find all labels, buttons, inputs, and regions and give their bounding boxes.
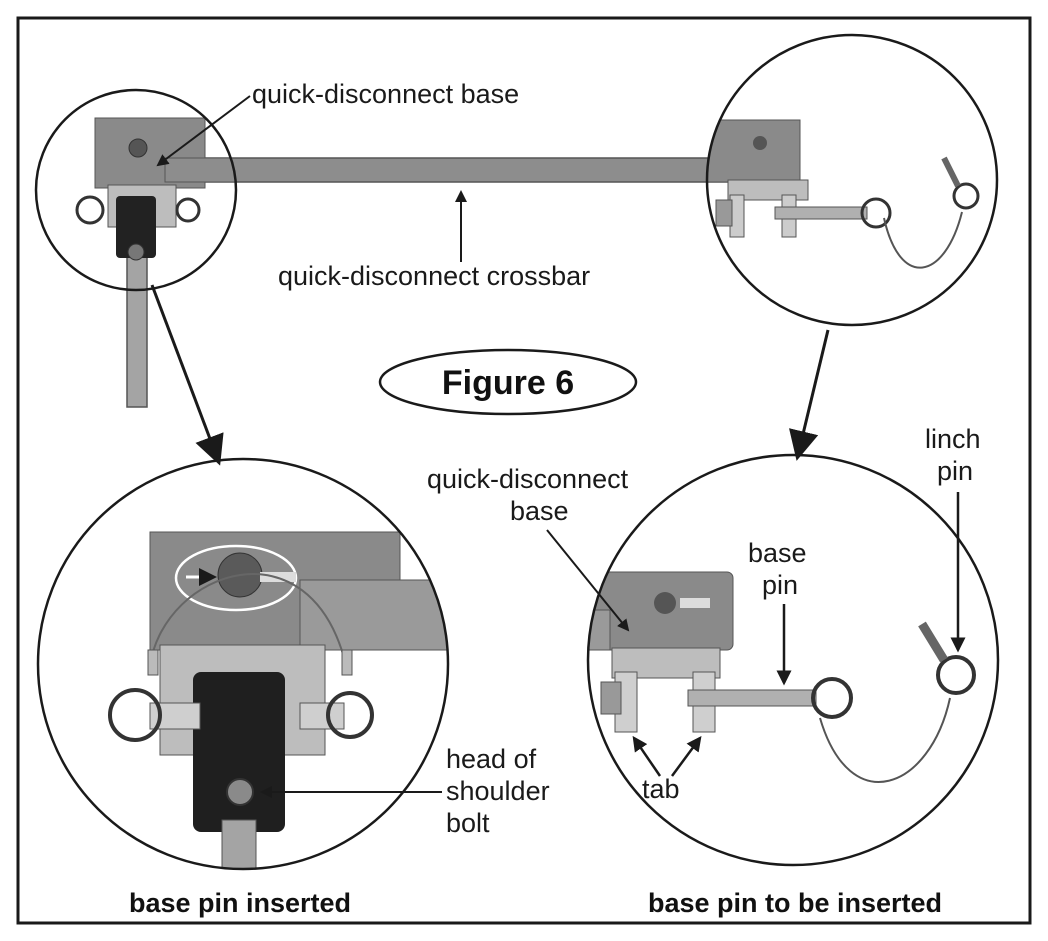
figure-title-badge: Figure 6 xyxy=(378,348,638,416)
left-upright-rod xyxy=(126,234,148,408)
figure-title: Figure 6 xyxy=(442,364,574,402)
arrow-top-base xyxy=(156,95,251,167)
arrow-detail-base xyxy=(546,529,630,632)
arrow-tab-left xyxy=(632,735,662,777)
label-base-pin-line2: pin xyxy=(762,570,798,600)
label-base-pin-line1: base xyxy=(748,538,807,568)
label-detail-base-line2: base xyxy=(510,496,569,526)
caption-base-pin-to-be-inserted: base pin to be inserted xyxy=(648,888,942,918)
label-linch-line1: linch xyxy=(925,424,981,454)
label-tab: tab xyxy=(642,774,680,804)
top-left-detail xyxy=(34,88,238,292)
label-detail-base-line1: quick-disconnect xyxy=(427,464,629,494)
label-quick-disconnect-crossbar: quick-disconnect crossbar xyxy=(278,261,590,291)
label-linch-line2: pin xyxy=(937,456,973,486)
label-bolt-line3: bolt xyxy=(446,808,490,838)
label-quick-disconnect-base-top: quick-disconnect base xyxy=(252,79,519,109)
crossbar xyxy=(174,157,736,183)
label-bolt-line1: head of xyxy=(446,744,537,774)
top-right-detail xyxy=(705,33,999,327)
bottom-right-detail xyxy=(586,453,1000,867)
label-bolt-line2: shoulder xyxy=(446,776,550,806)
arrow-to-left-detail xyxy=(150,284,224,466)
arrow-tab-right xyxy=(670,735,702,777)
caption-base-pin-inserted: base pin inserted xyxy=(129,888,351,918)
arrow-to-right-detail xyxy=(789,329,830,461)
bottom-left-detail xyxy=(36,457,450,871)
